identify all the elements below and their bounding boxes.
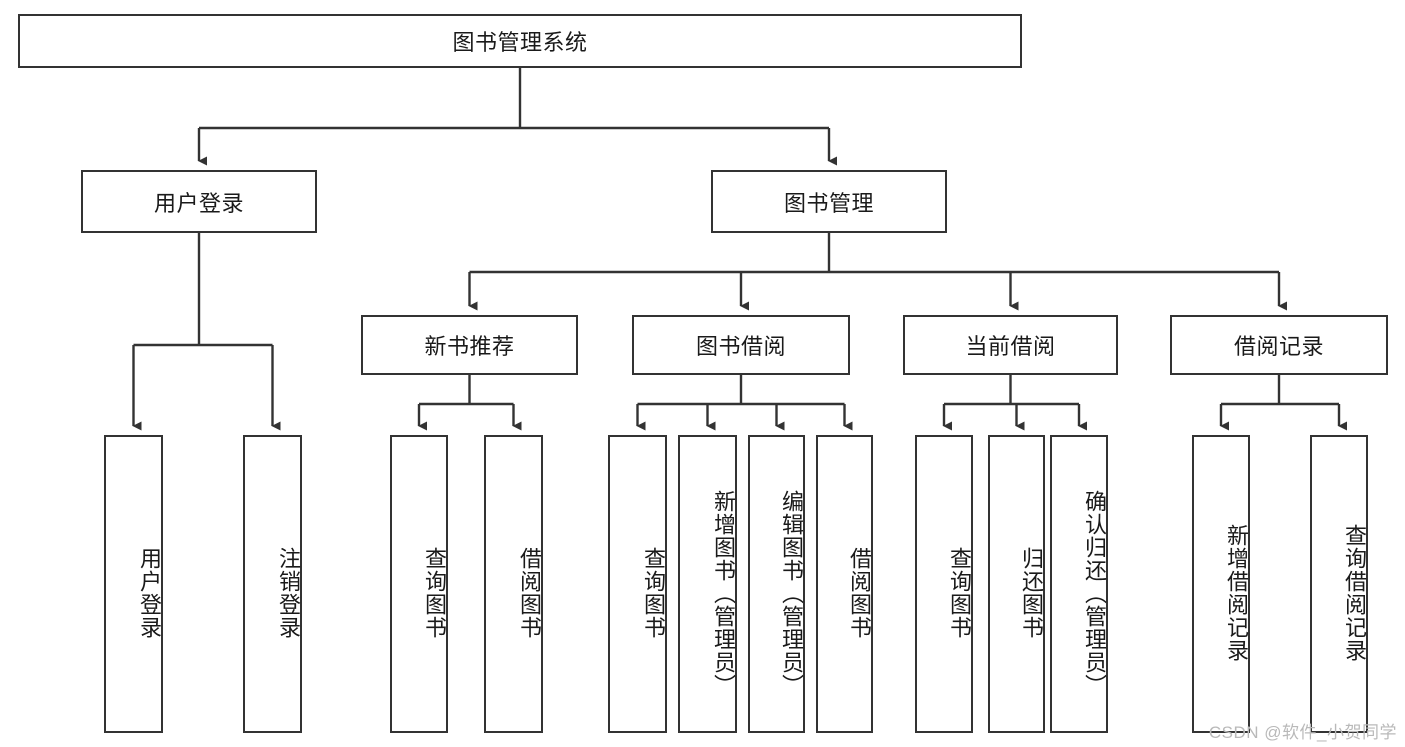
node-book-borrow[interactable]: 图书借阅 xyxy=(632,315,850,375)
node-label: 查询图书 xyxy=(641,547,666,639)
node-leaf-rec-query[interactable]: 查询图书 xyxy=(390,435,448,733)
node-user-login[interactable]: 用户登录 xyxy=(81,170,317,233)
node-leaf-cur-query[interactable]: 查询图书 xyxy=(915,435,973,733)
node-label: 图书借阅 xyxy=(695,334,786,359)
node-label: 查询借阅记录 xyxy=(1342,524,1367,662)
node-label: 注销登录 xyxy=(276,547,301,639)
node-leaf-borrow-add[interactable]: 新增图书（管理员） xyxy=(678,435,737,733)
node-current-borrow[interactable]: 当前借阅 xyxy=(903,315,1118,375)
node-leaf-rec-add[interactable]: 新增借阅记录 xyxy=(1192,435,1250,733)
node-leaf-rec-search[interactable]: 查询借阅记录 xyxy=(1310,435,1368,733)
node-label: 借阅图书 xyxy=(847,547,872,639)
node-label: 借阅记录 xyxy=(1233,334,1324,359)
node-leaf-borrow-query[interactable]: 查询图书 xyxy=(608,435,667,733)
csdn-watermark: CSDN @软件_小贺同学 xyxy=(1208,723,1397,742)
node-label: 用户登录 xyxy=(137,547,162,639)
node-label: 归还图书 xyxy=(1019,547,1044,639)
node-label: 用户登录 xyxy=(153,190,244,216)
node-book-manage[interactable]: 图书管理 xyxy=(711,170,947,233)
node-label: 查询图书 xyxy=(947,547,972,639)
node-leaf-user-login[interactable]: 用户登录 xyxy=(104,435,163,733)
node-borrow-record[interactable]: 借阅记录 xyxy=(1170,315,1388,375)
node-label: 借阅图书 xyxy=(517,547,542,639)
node-label: 新增借阅记录 xyxy=(1224,524,1249,662)
node-leaf-borrow-edit[interactable]: 编辑图书（管理员） xyxy=(748,435,805,733)
node-leaf-rec-borrow[interactable]: 借阅图书 xyxy=(484,435,543,733)
node-label: 查询图书 xyxy=(422,547,447,639)
node-leaf-borrow-lend[interactable]: 借阅图书 xyxy=(816,435,873,733)
node-label: 当前借阅 xyxy=(965,334,1056,359)
node-label: 确认归还（管理员） xyxy=(1082,489,1107,697)
node-label: 新增图书（管理员） xyxy=(711,489,736,697)
node-leaf-user-logout[interactable]: 注销登录 xyxy=(243,435,302,733)
node-root[interactable]: 图书管理系统 xyxy=(18,14,1022,68)
node-new-book-rec[interactable]: 新书推荐 xyxy=(361,315,578,375)
node-leaf-cur-confirm[interactable]: 确认归还（管理员） xyxy=(1050,435,1108,733)
node-label: 编辑图书（管理员） xyxy=(779,489,804,697)
node-leaf-cur-return[interactable]: 归还图书 xyxy=(988,435,1045,733)
node-label: 新书推荐 xyxy=(424,334,515,359)
node-label: 图书管理系统 xyxy=(452,30,588,55)
node-label: 图书管理 xyxy=(783,190,874,216)
